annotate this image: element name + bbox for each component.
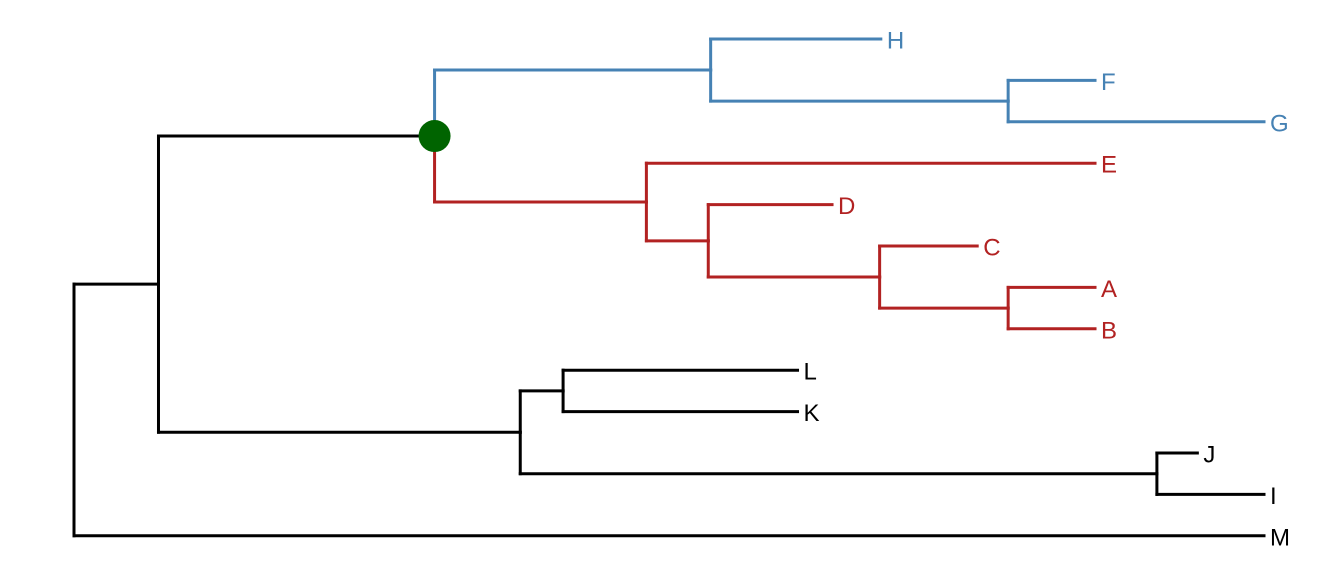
tip-label-B: B [1101, 317, 1117, 344]
tip-label-A: A [1101, 276, 1117, 303]
tip-label-C: C [983, 235, 1000, 262]
tip-label-G: G [1270, 110, 1289, 137]
tip-label-E: E [1101, 152, 1117, 179]
tip-label-F: F [1101, 69, 1116, 96]
branches [72, 37, 1266, 538]
tip-label-M: M [1270, 524, 1290, 551]
tip-label-I: I [1270, 483, 1277, 510]
tip-label-D: D [838, 193, 855, 220]
highlighted-node-n_highlight [418, 120, 451, 153]
tip-labels: H F G E D C AB LK J IM [804, 28, 1290, 552]
node-markers [418, 120, 451, 153]
tip-label-H: H [887, 28, 904, 55]
tip-label-K: K [804, 400, 820, 427]
tip-label-L: L [804, 359, 817, 386]
tip-label-J: J [1203, 442, 1215, 469]
